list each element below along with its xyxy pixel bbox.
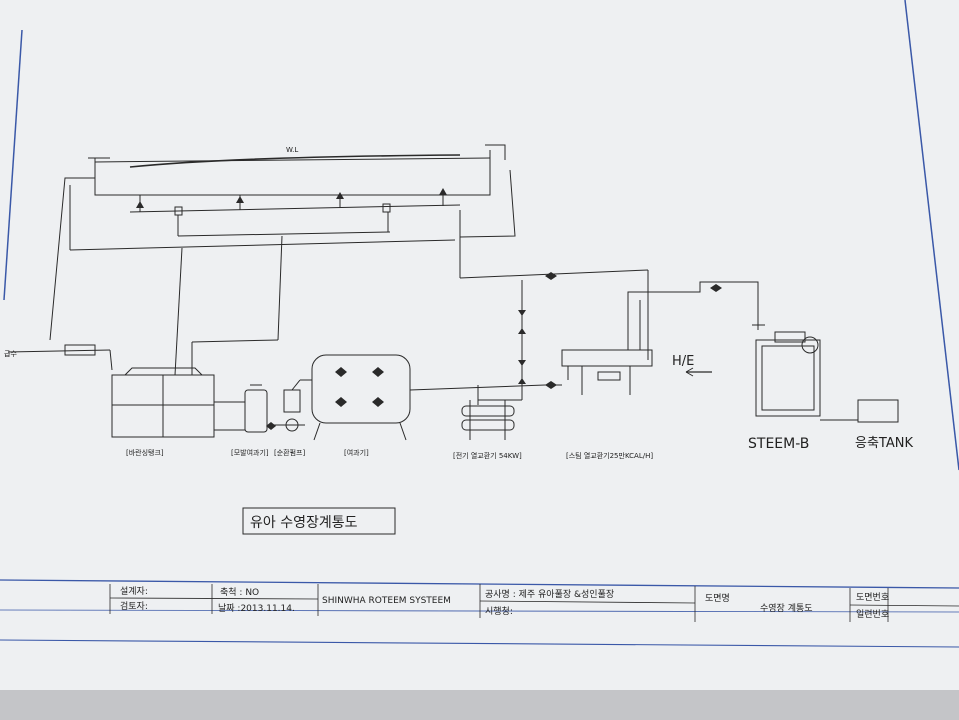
pump-label: [순환펌프] <box>274 448 305 457</box>
condensate-tank-label: 응축TANK <box>855 436 913 451</box>
sheet-no-label: 일련번호 <box>856 609 889 620</box>
designer-label: 설계자: <box>120 585 148 597</box>
boiler-label: STEEM-B <box>748 436 809 452</box>
he-label: H/E <box>672 354 694 369</box>
valve-symbols <box>136 188 722 430</box>
client-label: 시행청: <box>485 605 513 617</box>
electric-heater-label: [전기 열교환기 54KW] <box>453 451 522 460</box>
paper-sheet <box>0 0 959 700</box>
border-right <box>904 0 959 471</box>
water-level-mark: W.L <box>286 146 298 154</box>
source-label: 급수 <box>4 350 17 358</box>
checker-label: 검토자: <box>120 600 148 612</box>
date-label: 날짜 :2013.11.14. <box>218 603 295 614</box>
drawing-no-label: 도면번호 <box>856 592 889 603</box>
hair-catcher-label: [모발여과기] <box>231 448 269 457</box>
drawing-name: 수영장 계통도 <box>760 602 813 614</box>
project-label: 공사명 : 제주 유아풀장 &성인풀장 <box>485 589 614 600</box>
diagram-title: 유아 수영장계통도 <box>250 515 358 531</box>
steam-heater-label: [스팀 열교환기25만KCAL/H] <box>566 451 653 460</box>
border-left <box>3 29 23 301</box>
title-block: 설계자: 검토자: 축척 : NO 날짜 :2013.11.14. SHINWH… <box>0 579 959 648</box>
diagram-title-box <box>242 507 396 535</box>
company-name: SHINWHA ROTEEM SYSTEEM <box>322 596 451 606</box>
scale-label: 축척 : NO <box>220 587 259 598</box>
table-surface <box>0 690 959 720</box>
filter-label: [여과기] <box>344 448 369 457</box>
balance-tank-label: [바란싱탱크] <box>126 448 164 457</box>
drawing-name-label: 도면명 <box>705 593 730 604</box>
